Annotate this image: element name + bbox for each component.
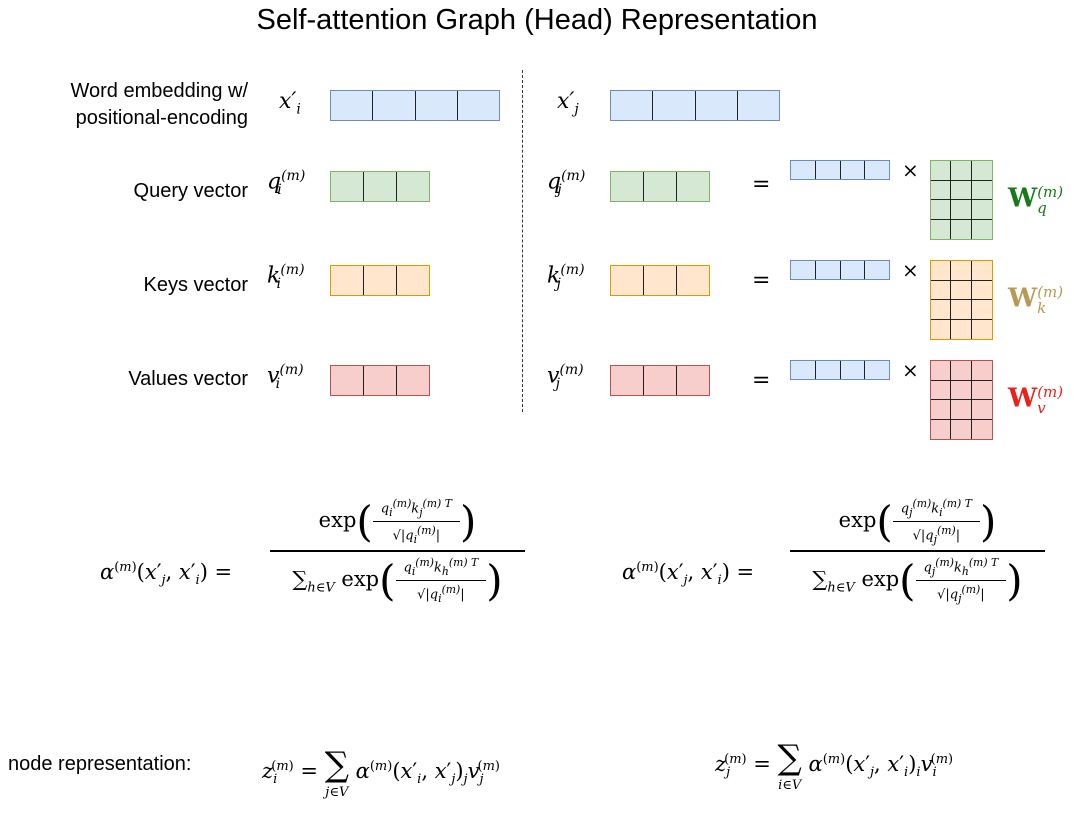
wq-letter: W	[1008, 183, 1038, 214]
embedding-vector-j	[610, 90, 780, 121]
keys-weight-label: W(m)k	[1008, 283, 1063, 317]
z-j-formula: zj(m) = ∑i∈V α(m)(x′j, x′i)ivi(m)	[715, 738, 954, 793]
k-i-sup: (m)	[280, 262, 305, 278]
alpha-ij-lhs: α(m)(x′j, x′i) =	[100, 560, 233, 589]
values-equals: =	[752, 368, 771, 393]
alpha-ij-denominator: ∑h∈V exp(qi(m)kh(m) T√|qi(m)|)	[292, 554, 503, 607]
query-equals: =	[752, 172, 771, 197]
values-vector-i	[330, 365, 430, 396]
wv-sup: (m)	[1037, 383, 1064, 401]
wk-letter: W	[1008, 283, 1038, 314]
alpha-ij-inner-num-frac: qi(m)kj(m) T√|qi(m)|	[372, 495, 460, 548]
wq-sub: q	[1037, 198, 1047, 217]
wk-sup: (m)	[1037, 283, 1064, 301]
x-j-sub: j	[574, 101, 579, 118]
values-times: ×	[902, 358, 919, 382]
query-vector-j	[610, 171, 710, 202]
divider-line	[522, 70, 523, 412]
q-i-symbol: q(m)i	[267, 168, 305, 198]
x-j-symbol: x′j	[557, 89, 579, 117]
query-weight-matrix	[930, 160, 993, 240]
q-i-sup: (m)	[281, 168, 306, 184]
keys-label: Keys vector	[143, 274, 248, 296]
v-j-symbol: v(m)j	[547, 362, 584, 392]
q-i-letter: q	[267, 169, 282, 195]
keys-vector-j	[610, 265, 710, 296]
query-input-vector	[790, 160, 890, 180]
query-vector-i	[330, 171, 430, 202]
alpha-ji-numerator: exp(qj(m)ki(m) T√|qj(m)|)	[838, 495, 997, 548]
alpha-ij-numerator: exp(qi(m)kj(m) T√|qi(m)|)	[318, 495, 477, 548]
keys-weight-matrix	[930, 260, 993, 340]
embedding-vector-i	[330, 90, 500, 121]
v-i-letter: v	[267, 363, 280, 389]
v-j-sup: (m)	[559, 362, 584, 378]
x-i-letter: x′	[279, 89, 297, 114]
k-i-letter: k	[267, 263, 281, 289]
keys-input-vector	[790, 260, 890, 280]
k-j-sup: (m)	[560, 262, 585, 278]
v-i-sup: (m)	[279, 362, 304, 378]
k-j-symbol: k(m)j	[547, 262, 585, 292]
k-j-letter: k	[547, 263, 561, 289]
alpha-ji-inner-den-frac: qj(m)kh(m) T√|qj(m)|	[915, 554, 1007, 607]
x-j-letter: x′	[557, 89, 575, 114]
x-i-sub: i	[296, 101, 301, 118]
values-weight-label: W(m)v	[1008, 383, 1063, 417]
query-label: Query vector	[133, 180, 248, 202]
v-i-symbol: v(m)i	[267, 362, 304, 392]
wk-sub: k	[1037, 298, 1047, 317]
z-i-formula: zi(m) = ∑j∈V α(m)(x′i, x′j)jvj(m)	[262, 745, 500, 800]
x-i-symbol: x′i	[279, 89, 301, 117]
v-j-letter: v	[547, 363, 560, 389]
q-i-sub: i	[277, 181, 282, 198]
alpha-ji-inner-num-frac: qj(m)ki(m) T√|qj(m)|	[892, 495, 980, 548]
k-j-sub: j	[556, 275, 561, 292]
v-i-sub: i	[275, 375, 281, 392]
embedding-label: Word embedding w/ positional-encoding	[30, 78, 249, 132]
query-times: ×	[902, 158, 919, 182]
embedding-label-line2: positional-encoding	[75, 107, 248, 129]
alpha-ji-lhs: α(m)(x′j, x′i) =	[622, 560, 755, 589]
query-weight-label: W(m)q	[1008, 183, 1063, 217]
values-vector-j	[610, 365, 710, 396]
k-i-symbol: k(m)i	[267, 262, 305, 292]
node-representation-label: node representation:	[8, 753, 192, 775]
alpha-ij-fraction: exp(qi(m)kj(m) T√|qi(m)|) ∑h∈V exp(qi(m)…	[270, 493, 525, 609]
wv-sub: v	[1037, 398, 1046, 417]
alpha-ji-denominator: ∑h∈V exp(qj(m)kh(m) T√|qj(m)|)	[812, 554, 1023, 607]
values-label: Values vector	[128, 368, 248, 390]
alpha-ji-fraction: exp(qj(m)ki(m) T√|qj(m)|) ∑h∈V exp(qj(m)…	[790, 493, 1045, 609]
q-j-letter: q	[547, 169, 562, 195]
alpha-ij-inner-den-frac: qi(m)kh(m) T√|qi(m)|	[395, 554, 487, 607]
q-j-sub: j	[557, 181, 562, 198]
wq-sup: (m)	[1037, 183, 1064, 201]
diagram-title: Self-attention Graph (Head) Representati…	[256, 4, 818, 36]
q-j-sup: (m)	[561, 168, 586, 184]
wv-letter: W	[1008, 383, 1038, 414]
v-j-sub: j	[555, 375, 560, 392]
keys-equals: =	[752, 268, 771, 293]
embedding-label-line1: Word embedding w/	[70, 80, 249, 102]
keys-vector-i	[330, 265, 430, 296]
keys-times: ×	[902, 258, 919, 282]
k-i-sub: i	[276, 275, 282, 292]
q-j-symbol: q(m)j	[547, 168, 585, 198]
values-weight-matrix	[930, 360, 993, 440]
values-input-vector	[790, 360, 890, 380]
